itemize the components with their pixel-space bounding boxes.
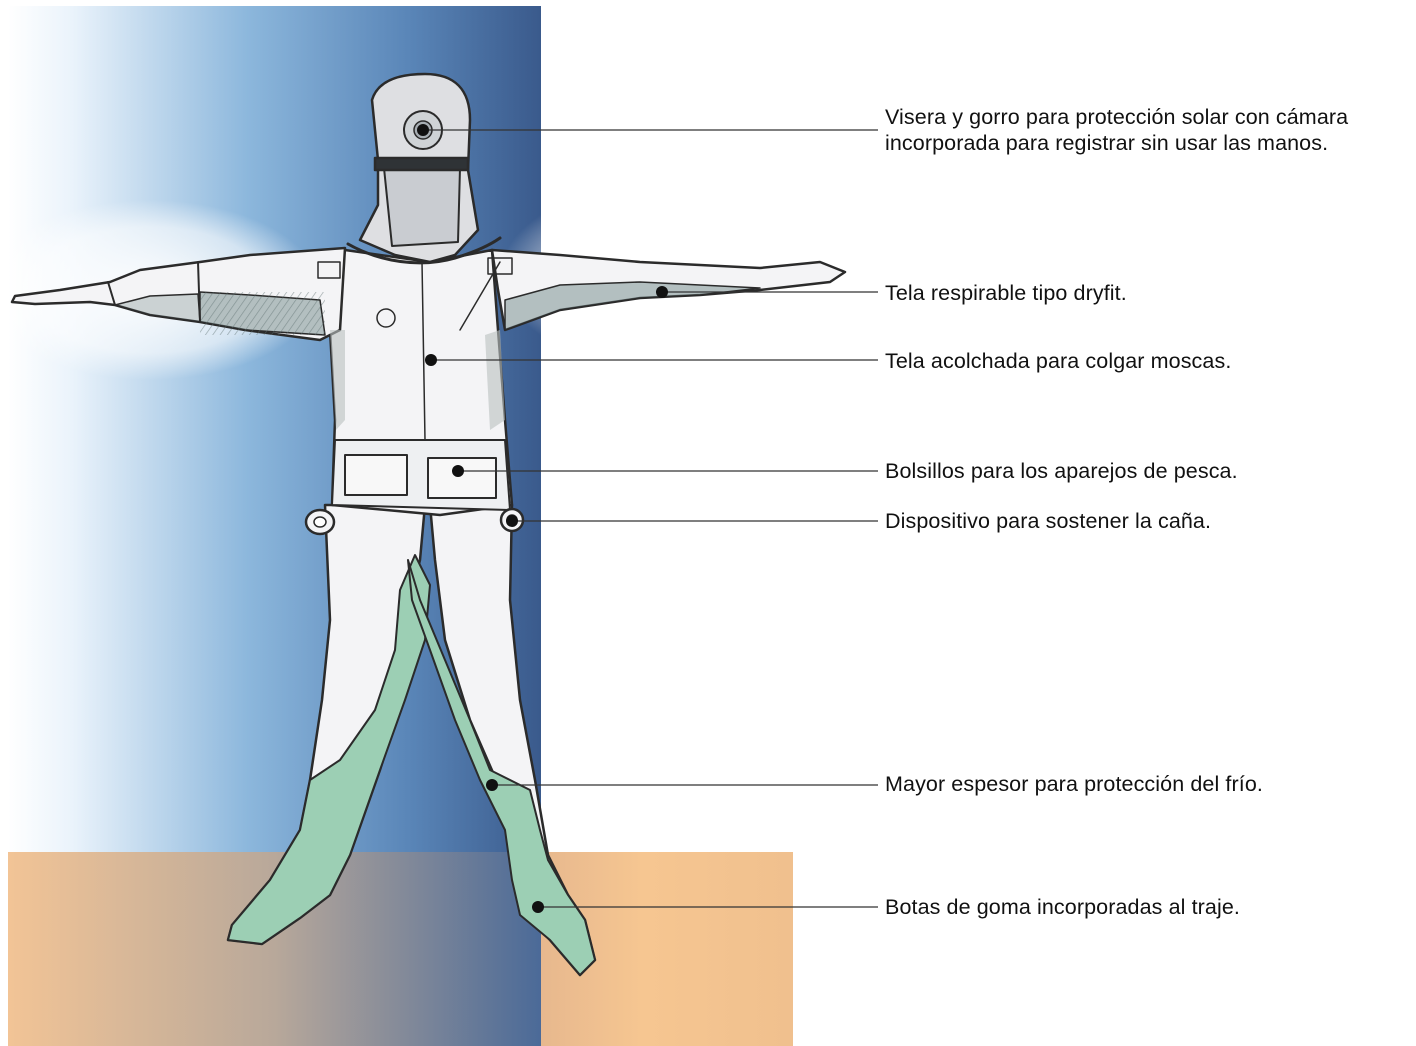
annotation-breathable: Tela respirable tipo dryfit. [885,280,1127,306]
dot-breathable [656,286,668,298]
dot-boots [532,901,544,913]
annotation-thickness: Mayor espesor para protección del frío. [885,771,1263,797]
dot-padded [425,354,437,366]
dot-thickness [486,779,498,791]
pocket-left [345,455,407,495]
dot-pockets [452,465,464,477]
rod-holder-left [306,510,334,534]
left-sleeve-hatch [200,292,325,335]
visor-face [384,168,460,246]
dot-visor [417,124,429,136]
visor-brim [375,158,468,170]
annotation-visor: Visera y gorro para protección solar con… [885,104,1348,156]
dot-rod-holder [506,515,518,527]
annotation-pockets: Bolsillos para los aparejos de pesca. [885,458,1238,484]
annotation-boots: Botas de goma incorporadas al traje. [885,894,1240,920]
pocket-right [428,458,496,498]
annotation-padded: Tela acolchada para colgar moscas. [885,348,1231,374]
annotation-rod-holder: Dispositivo para sostener la caña. [885,508,1211,534]
